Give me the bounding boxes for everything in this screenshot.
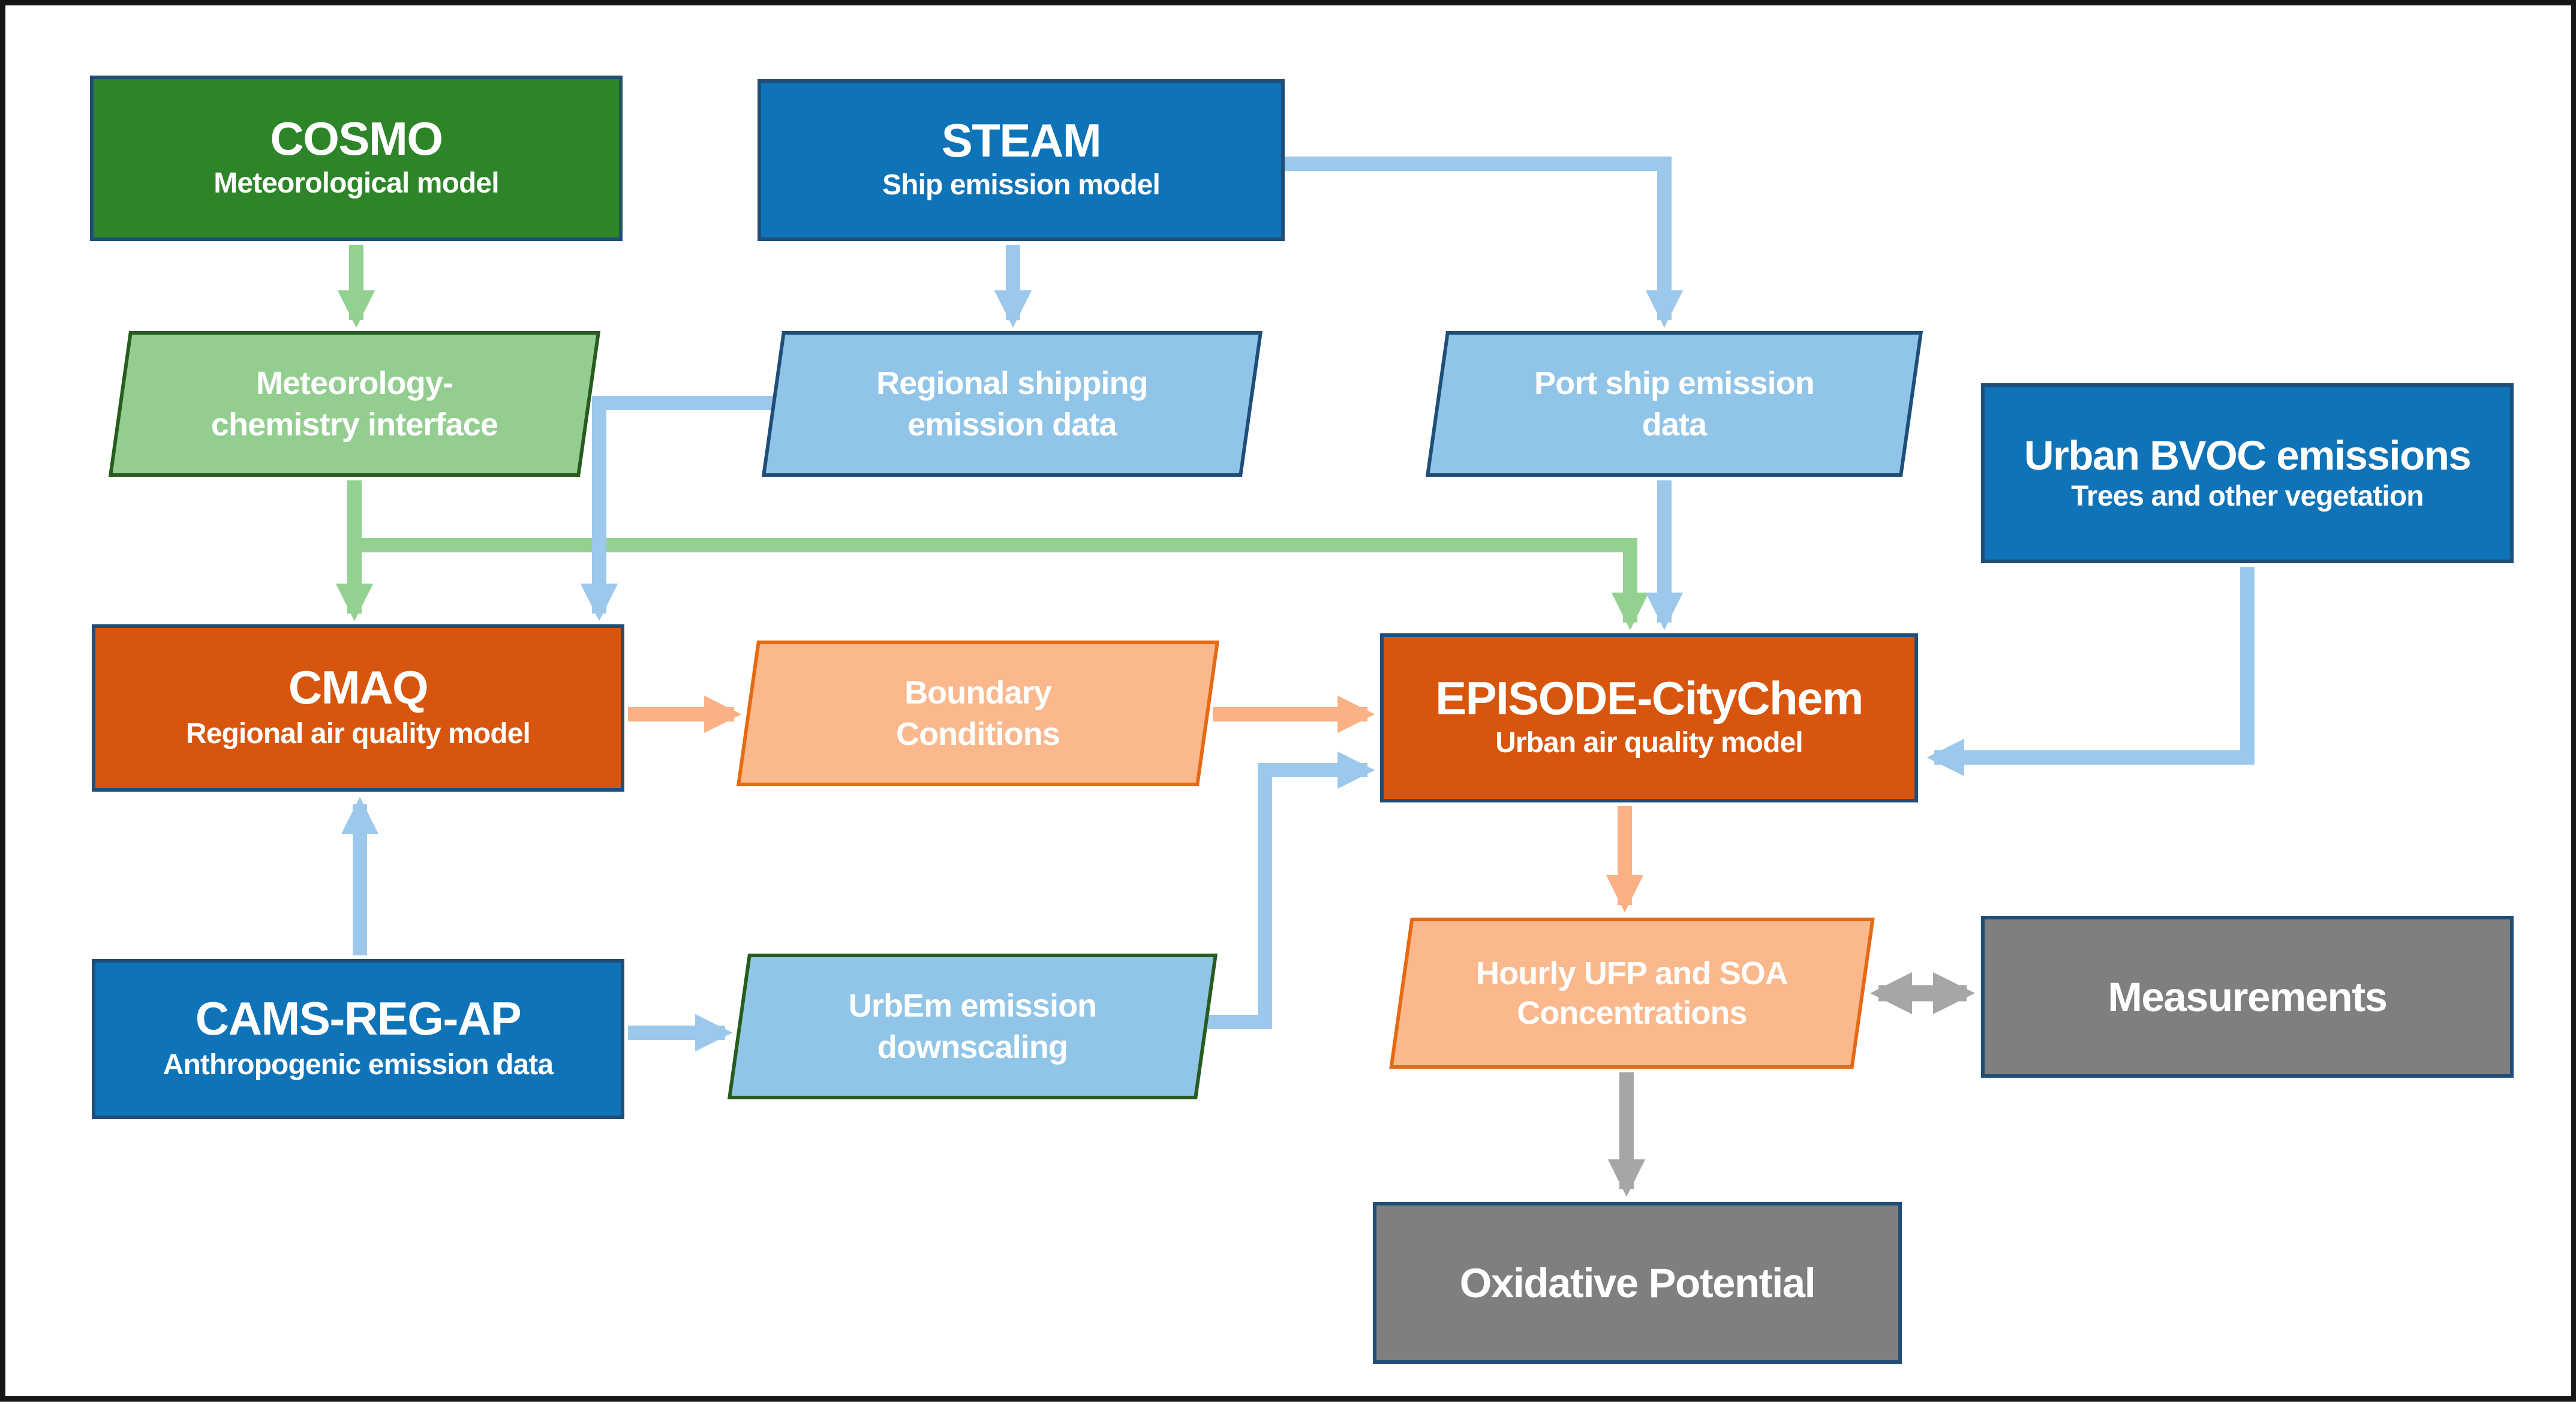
node-regional-shipping-emission-data-label: Regional shipping emission data (876, 365, 1149, 442)
node-urban-bvoc-emissions: Urban BVOC emissions Trees and other veg… (1981, 383, 2514, 563)
node-steam: STEAM Ship emission model (758, 79, 1285, 241)
node-meteorology-chemistry-interface-label: Meteorology- chemistry interface (211, 365, 498, 442)
edge-bvoc-to-episode (1926, 567, 2255, 777)
node-steam-title: STEAM (941, 113, 1102, 167)
node-cmaq-title: CMAQ (288, 661, 429, 715)
node-cosmo-title: COSMO (270, 111, 443, 166)
node-cosmo: COSMO Meteorological model (90, 76, 623, 241)
node-urbem-label: UrbEm emission downscaling (848, 988, 1097, 1065)
node-meteorology-chemistry-interface: Meteorology- chemistry interface (108, 331, 601, 477)
node-measurements-label: Measurements (2108, 973, 2388, 1020)
node-episode-citychem: EPISODE-CityChem Urban air quality model (1380, 633, 1918, 802)
edge-urbem-to-episode (1207, 751, 1375, 1029)
node-oxidative-potential-label: Oxidative Potential (1459, 1259, 1816, 1306)
node-cams-subtitle: Anthropogenic emission data (163, 1050, 554, 1081)
node-port-ship-emission-data: Port ship emission data (1425, 331, 1923, 477)
node-hourly-ufp-soa-concentrations: Hourly UFP and SOA Concentrations (1389, 918, 1875, 1069)
node-oxidative-potential: Oxidative Potential (1373, 1202, 1902, 1364)
node-cams-title: CAMS-REG-AP (195, 992, 522, 1047)
node-cmaq: CMAQ Regional air quality model (92, 624, 624, 792)
edge-regional-to-cmaq (580, 396, 779, 621)
node-measurements: Measurements (1981, 916, 2514, 1078)
node-boundary-conditions: Boundary Conditions (736, 641, 1220, 786)
node-steam-subtitle: Ship emission model (882, 171, 1161, 202)
node-cosmo-subtitle: Meteorological model (214, 169, 499, 200)
edge-steam-to-portship (1273, 157, 1684, 328)
node-cmaq-subtitle: Regional air quality model (185, 719, 531, 750)
node-episode-subtitle: Urban air quality model (1495, 729, 1803, 760)
node-urban-bvoc-title: Urban BVOC emissions (2024, 431, 2472, 478)
node-cams-reg-ap: CAMS-REG-AP Anthropogenic emission data (92, 959, 624, 1119)
node-urban-bvoc-subtitle: Trees and other vegetation (2071, 482, 2424, 513)
node-hourly-ufp-soa-label: Hourly UFP and SOA Concentrations (1476, 954, 1789, 1032)
edge-metchem-to-episode (354, 538, 1649, 630)
node-boundary-conditions-label: Boundary Conditions (896, 675, 1060, 751)
node-regional-shipping-emission-data: Regional shipping emission data (761, 331, 1263, 477)
node-urbem-emission-downscaling: UrbEm emission downscaling (727, 954, 1218, 1099)
node-episode-title: EPISODE-CityChem (1435, 671, 1863, 725)
node-port-ship-emission-data-label: Port ship emission data (1534, 365, 1815, 442)
